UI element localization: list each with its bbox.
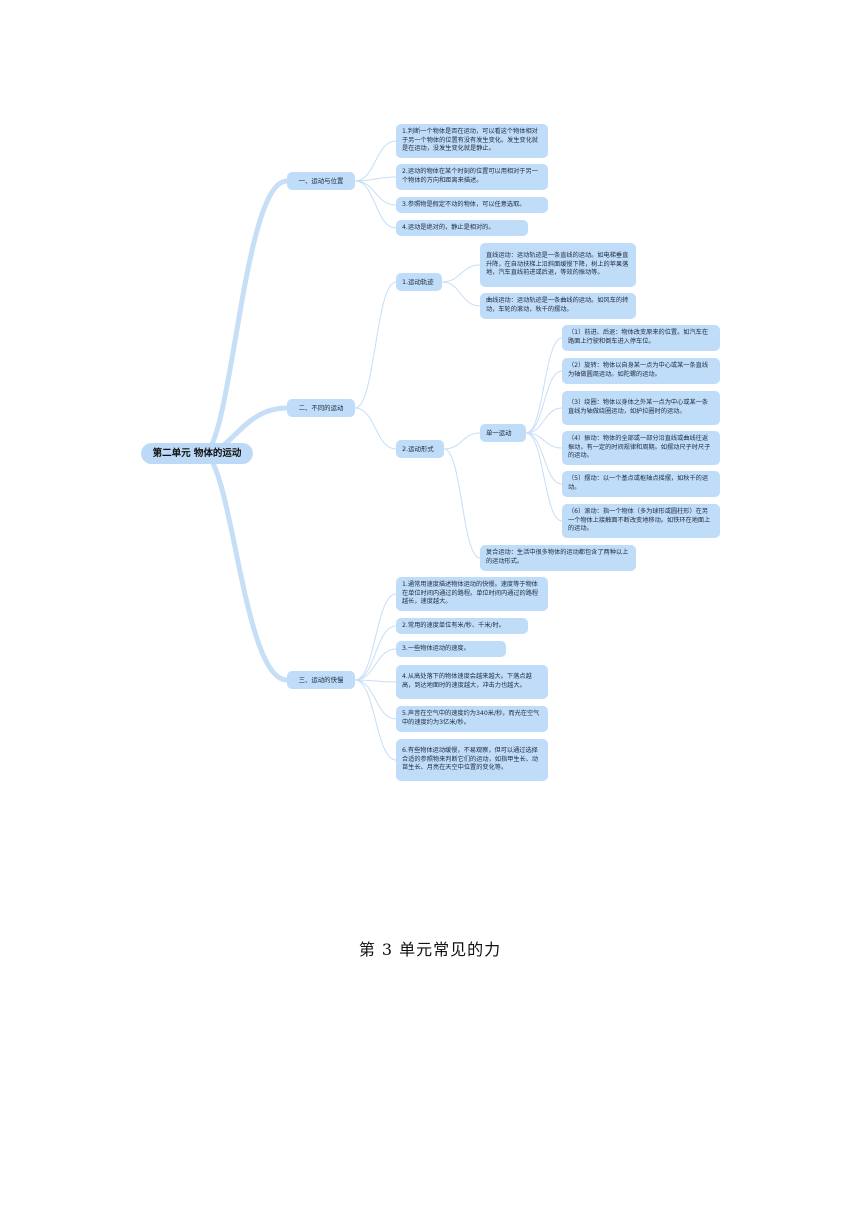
branch-connector [354, 679, 397, 720]
branch-connector [443, 432, 481, 450]
leaf-rolling: （6）滚动：指一个物体（多为球形或圆柱形）在另一个物体上接触面不断改变地移动。如… [562, 504, 720, 538]
group-single-motion: 单一运动 [480, 424, 526, 442]
leaf-motion-position-2: 2.运动的物体在某个时刻的位置可以用相对于另一个物体的方向和距离来描述。 [396, 164, 548, 190]
branch-connector [354, 180, 397, 206]
branch-connector [525, 432, 563, 485]
branch-connector [201, 452, 289, 682]
leaf-speed-3: 3.一些物体运动的速度。 [396, 641, 506, 657]
root-label: 第二单元 物体的运动 [152, 447, 242, 459]
leaf-swinging: （5）摆动：以一个基点或枢轴点摇摆，如秋千的运动。 [562, 471, 720, 497]
branch-connector [525, 337, 563, 434]
branch-connector [525, 407, 563, 434]
leaf-speed-2: 2.常用的速度单位有米/秒、千米/时。 [396, 618, 528, 634]
section-motion-position: 一、运动与位置 [287, 172, 355, 190]
branch-connector [525, 432, 563, 522]
leaf-forward-backward: （1）前进、后退：物体改变原来的位置。如汽车在路面上行驶和倒车进入停车位。 [562, 325, 720, 351]
branch-connector [354, 140, 397, 182]
branch-connector [354, 593, 397, 681]
branch-connector [200, 178, 290, 456]
section-different-motions: 二、不同的运动 [287, 399, 355, 417]
leaf-straight-motion: 直线运动：运动轨迹是一条直线的运动。如电梯垂直升降，在自动扶梯上沿斜面缓慢下降，… [480, 243, 636, 287]
leaf-vibration: （4）振动：物体的全部或一部分沿直线或曲线往返振动，有一定的时间规律和周期。如摆… [562, 431, 720, 465]
branch-connector [200, 451, 290, 683]
section-label: 三、运动的快慢 [298, 675, 344, 684]
branch-connector [354, 679, 397, 683]
leaf-motion-position-1: 1.判断一个物体是否在运动，可以看这个物体相对于另一个物体的位置有没有发生变化。… [396, 124, 548, 158]
branch-connector [354, 625, 397, 681]
branch-connector [525, 370, 563, 434]
leaf-motion-position-3: 3.参照物是假定不动的物体，可以任意选取。 [396, 197, 548, 213]
branch-connector [201, 179, 289, 455]
leaf-curved-motion: 曲线运动：运动轨迹是一条曲线的运动。如风车的转动，车轮的滚动，秋千的摆动。 [480, 293, 636, 319]
branch-connector [354, 679, 397, 761]
next-unit-title: 第 3 单元常见的力 [358, 940, 502, 959]
leaf-revolving: （3）绕圈：物体以身体之外某一点为中心或某一条直线为轴做绕圈运动，如护拉圈时的运… [562, 391, 720, 425]
section-label: 二、不同的运动 [298, 403, 344, 412]
branch-connector [354, 180, 397, 229]
branch-connector [441, 264, 481, 283]
group-motion-form: 2.运动形式 [396, 440, 444, 458]
leaf-speed-6: 6.有些物体运动缓慢，不易观察，但可以通过选择合适的参照物来判断它们的运动，如指… [396, 739, 548, 781]
root-node: 第二单元 物体的运动 [141, 443, 253, 464]
leaf-motion-position-4: 4.运动是绝对的，静止是相对的。 [396, 220, 528, 236]
branch-connector [354, 281, 397, 409]
branch-connector [354, 407, 397, 450]
branch-connector [354, 176, 397, 182]
branch-connector [354, 648, 397, 681]
branch-connector [441, 281, 481, 307]
branch-connector [443, 448, 481, 559]
leaf-speed-4: 4.从高处落下的物体速度会越来越大。下落点越高，到达地面时的速度越大，冲击力也越… [396, 665, 548, 699]
group-trajectory: 1.运动轨迹 [396, 273, 442, 291]
section-label: 一、运动与位置 [298, 176, 344, 185]
section-motion-speed: 三、运动的快慢 [287, 671, 355, 689]
leaf-rotation: （2）旋转：物体以自身某一点为中心或某一条直线为轴做圆周运动。如陀螺的运动。 [562, 358, 720, 384]
leaf-speed-1: 1.通常用速度描述物体运动的快慢。速度等于物体在单位时间内通过的路程。单位时间内… [396, 577, 548, 611]
leaf-speed-5: 5.声音在空气中的速度约为340米/秒，而光在空气中的速度约为3亿米/秒。 [396, 706, 548, 732]
leaf-compound-motion: 复合运动：生活中很多物体的运动都包含了两种以上的运动形式。 [480, 545, 636, 571]
